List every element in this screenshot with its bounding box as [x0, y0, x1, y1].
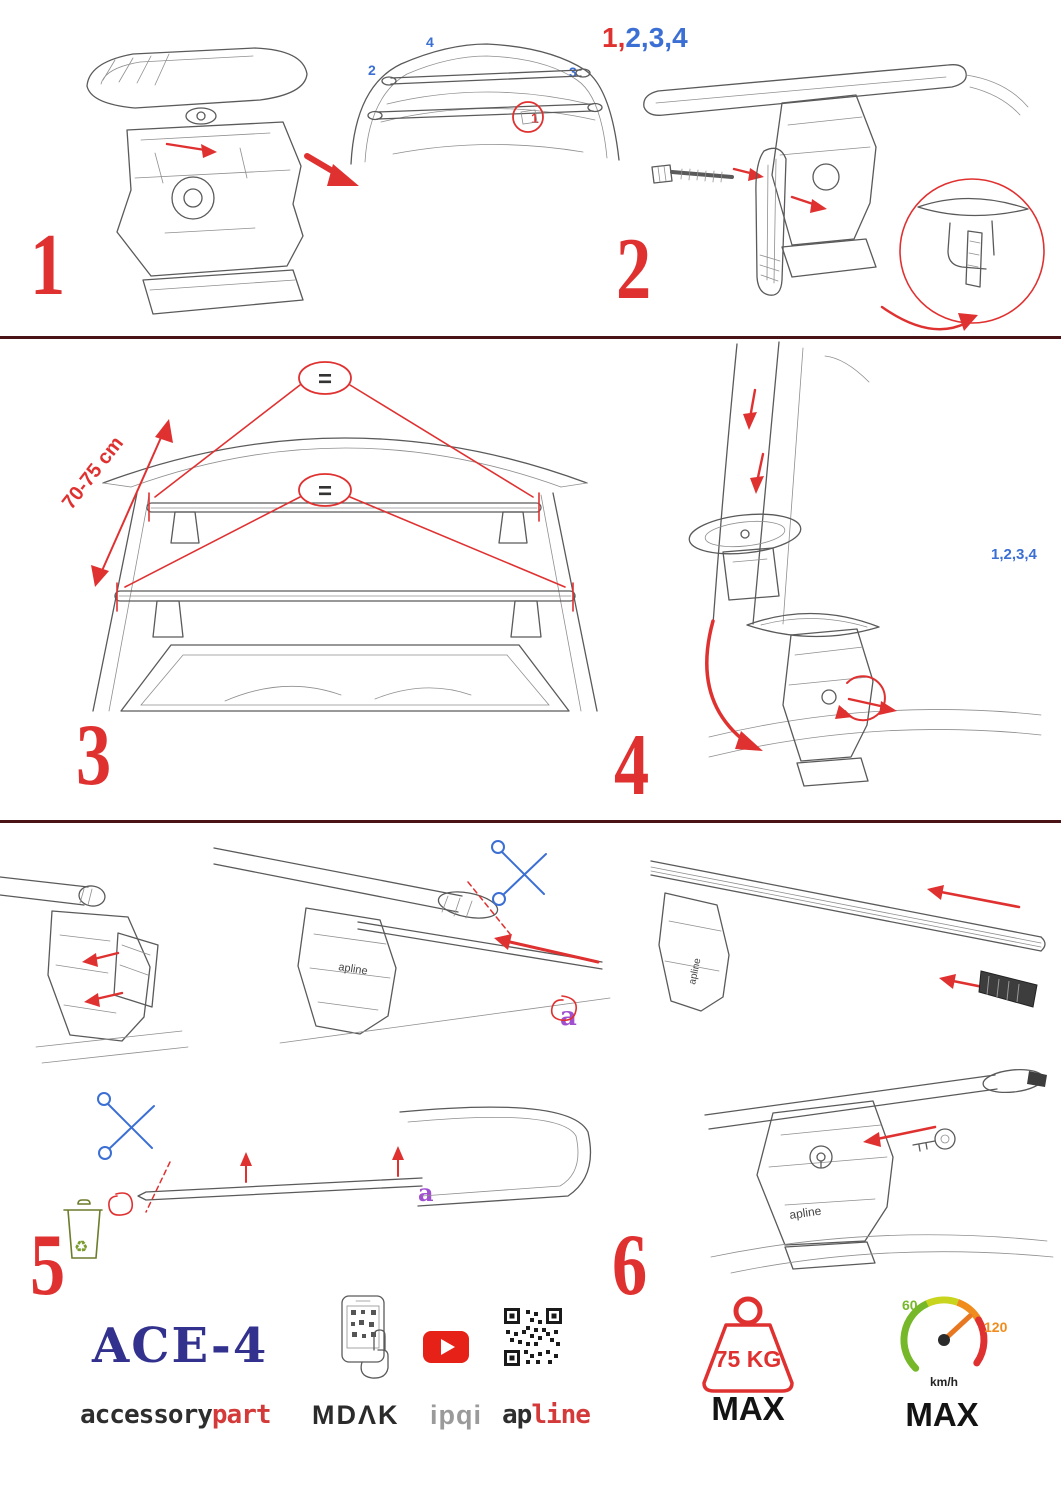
step-4-number: 4	[614, 717, 649, 814]
mdak-logo: MDΛK	[312, 1400, 400, 1430]
crossbar-rear	[114, 590, 576, 638]
step-6-number: 6	[612, 1217, 647, 1314]
attach-arrows	[82, 951, 124, 1007]
step1-foot-illustration	[86, 47, 359, 315]
tower-body	[771, 94, 877, 278]
apline-logo-red: line	[531, 1400, 591, 1430]
section-divider-2	[0, 820, 1061, 823]
bar-end-number-4: 4	[426, 34, 434, 50]
press-down-arrows	[743, 388, 765, 494]
crossbar-front	[146, 502, 542, 544]
step2-assembly-illustration	[643, 64, 1045, 331]
foot-tower: apline	[710, 1100, 1054, 1274]
accessorypart-logo-red: part	[211, 1400, 272, 1430]
bar-end-number-2: 2	[368, 62, 376, 78]
aero-bar	[704, 1068, 1047, 1130]
sequence-first: 1,	[602, 22, 626, 53]
apline-logo-black: ap	[502, 1400, 532, 1430]
accessorypart-logo-black: accessory	[80, 1400, 213, 1430]
accessorypart-logo: accessorypart	[80, 1400, 272, 1430]
apline-logo-on-foot: apline	[788, 1204, 822, 1222]
rubber-strip	[357, 881, 603, 1022]
max-speed-label: MAX	[905, 1396, 979, 1433]
end-cap-piece	[978, 970, 1038, 1008]
ipqi-logo: ipqi	[430, 1400, 482, 1430]
tower-body	[116, 121, 304, 315]
step1-highlight-circle	[512, 101, 544, 133]
foot-tower: apline	[279, 907, 611, 1044]
sequence-rest: 2,3,4	[625, 22, 688, 53]
strip-cut-illustration: apline	[213, 840, 611, 1044]
speed-low-label: 60	[902, 1297, 918, 1313]
equal-sign-top: =	[318, 366, 332, 393]
strip-discard-illustration: ♻	[63, 1092, 592, 1259]
recycle-icon: ♻	[74, 1239, 88, 1256]
door-frame	[712, 341, 870, 625]
step-1-number: 1	[30, 217, 65, 314]
step-2-number: 2	[616, 221, 651, 318]
lock-foot-illustration: apline	[704, 1068, 1054, 1274]
rubber-strip	[108, 1146, 423, 1216]
clamp-bracket	[755, 147, 827, 296]
strip-insert-illustration: apline	[650, 860, 1046, 1012]
aero-bar	[650, 860, 1046, 952]
dimension-arrow	[91, 419, 173, 587]
qr-code-icon	[504, 1308, 562, 1366]
strip-label-a-2: a	[418, 1178, 434, 1207]
youtube-icon	[423, 1331, 469, 1363]
step3-spacing-illustration: = =	[91, 361, 598, 712]
insert-arrow-icon	[165, 142, 359, 186]
bar-end-number-1: 1	[531, 110, 539, 126]
aero-bar	[213, 847, 499, 919]
bar-wing	[746, 612, 880, 638]
foot-tower	[782, 628, 874, 787]
step4-torque-illustration	[705, 612, 1042, 787]
trash-bin-icon: ♻	[63, 1199, 103, 1259]
key-icon	[863, 1125, 956, 1152]
strip-label-a-1: a	[560, 1002, 577, 1032]
product-code: ACE-4	[92, 1318, 269, 1374]
magnified-detail	[880, 178, 1045, 331]
apline-logo: apline	[502, 1400, 591, 1430]
bar-end-number-3: 3	[569, 64, 577, 80]
car-roof-top-view	[350, 43, 620, 165]
clamp-closeup-illustration	[0, 876, 189, 1064]
scissors-icon	[97, 1092, 155, 1160]
bar-cross-section	[688, 513, 802, 601]
speedometer-icon: 60 120 km/h	[900, 1296, 1008, 1389]
max-weight-icon	[702, 1296, 794, 1393]
speed-unit-label: km/h	[930, 1375, 958, 1389]
apline-logo-on-foot: apline	[687, 957, 703, 986]
step-3-number: 3	[76, 707, 111, 804]
step-5-number: 5	[30, 1217, 65, 1314]
torque-sequence-label: 1,2,3,4	[602, 22, 688, 54]
phone-scan-icon	[341, 1295, 389, 1379]
tighten-arrows	[705, 619, 897, 751]
scissors-icon	[491, 840, 547, 906]
roof-band	[92, 437, 598, 712]
bar-stub	[0, 876, 106, 907]
bolt-icon	[651, 164, 764, 184]
roof-bar-section	[86, 47, 308, 125]
aero-bar	[643, 64, 1029, 116]
equal-sign-bottom: =	[318, 478, 332, 505]
car-corner	[399, 1106, 592, 1207]
section-divider-1	[0, 336, 1061, 339]
max-weight-label: MAX	[711, 1390, 785, 1427]
equal-spacing-marks: = =	[116, 361, 574, 612]
apline-logo-on-foot: apline	[338, 961, 369, 977]
step4-pillar-illustration	[688, 341, 870, 625]
foot-tower: apline	[658, 892, 730, 1012]
windshield	[120, 644, 570, 712]
crossbars-top-view	[367, 68, 603, 125]
max-weight-value: 75 KG	[714, 1346, 782, 1372]
speed-high-label: 120	[984, 1319, 1008, 1335]
car-roof-outline	[350, 43, 620, 165]
foot-tower	[35, 910, 189, 1064]
sequence-mid-label: 1,2,3,4	[991, 546, 1037, 563]
